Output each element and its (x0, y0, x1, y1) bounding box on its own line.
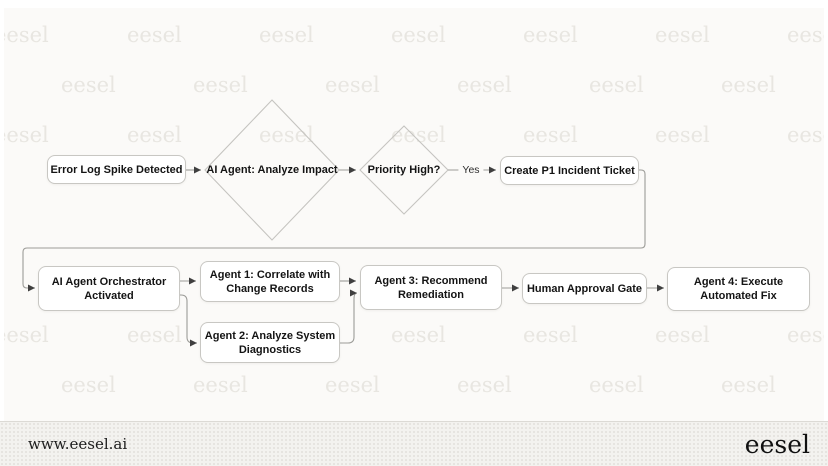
diagram-canvas: eesel eesel eesel eesel eesel eesel eese… (4, 8, 824, 421)
watermark-text: eesel (787, 23, 824, 47)
watermark-text: eesel (61, 373, 116, 397)
watermark-text: eesel (589, 373, 644, 397)
watermark-text: eesel (61, 73, 116, 97)
node-agent-1: Agent 1: Correlate with Change Records (200, 261, 340, 302)
watermark-text: eesel (127, 323, 182, 347)
watermark-text: eesel (4, 323, 49, 347)
watermark-text: eesel (523, 123, 578, 147)
watermark-text: eesel (721, 73, 776, 97)
watermark-text: eesel (259, 23, 314, 47)
watermark-text: eesel (523, 323, 578, 347)
footer-website: www.eesel.ai (28, 435, 128, 453)
watermark-text: eesel (523, 23, 578, 47)
watermark-text: eesel (127, 23, 182, 47)
watermark-text: eesel (4, 123, 49, 147)
watermark-text: eesel (655, 323, 710, 347)
edge-label-yes: Yes (458, 164, 484, 176)
watermark-text: eesel (127, 123, 182, 147)
watermark-text: eesel (325, 373, 380, 397)
node-agent-4: Agent 4: Execute Automated Fix (667, 267, 810, 311)
watermark-text: eesel (325, 73, 380, 97)
node-agent-2: Agent 2: Analyze System Diagnostics (200, 322, 340, 363)
watermark-text: eesel (391, 123, 446, 147)
watermark-text: eesel (259, 123, 314, 147)
node-analyze-impact-label: AI Agent: Analyze Impact (206, 164, 338, 176)
node-error-log-spike: Error Log Spike Detected (47, 155, 186, 184)
watermark-text: eesel (457, 373, 512, 397)
watermark-text: eesel (457, 73, 512, 97)
watermark-text: eesel (391, 23, 446, 47)
watermark-text: eesel (655, 23, 710, 47)
watermark-text: eesel (193, 73, 248, 97)
eesel-logo: eesel (744, 429, 810, 459)
watermark-text: eesel (4, 23, 49, 47)
node-agent-3: Agent 3: Recommend Remediation (360, 265, 502, 310)
watermark-text: eesel (193, 373, 248, 397)
node-orchestrator: AI Agent Orchestrator Activated (38, 266, 180, 311)
watermark-text: eesel (787, 123, 824, 147)
watermark-text: eesel (391, 323, 446, 347)
node-priority-high-label: Priority High? (367, 164, 441, 176)
watermark-text: eesel (589, 73, 644, 97)
node-human-approval: Human Approval Gate (522, 273, 647, 304)
footer-bar: www.eesel.ai eesel (0, 421, 828, 466)
node-create-p1-ticket: Create P1 Incident Ticket (500, 156, 639, 185)
watermark-text: eesel (655, 123, 710, 147)
watermark-text: eesel (787, 323, 824, 347)
watermark-text: eesel (721, 373, 776, 397)
